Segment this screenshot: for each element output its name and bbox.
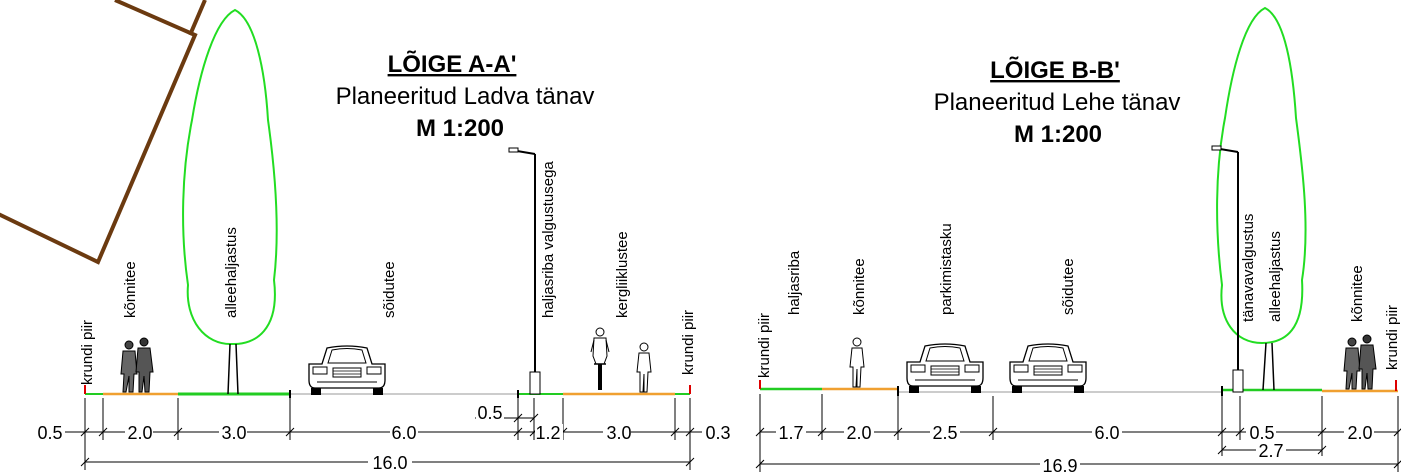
car-icon — [308, 345, 386, 396]
dim-a-2-0: 2.0 — [127, 423, 152, 443]
section-a-title-block: LÕIGE A-A' Planeeritud Ladva tänav M 1:2… — [336, 50, 595, 142]
label-soidutee: sõidutee — [1060, 258, 1077, 315]
tree-icon — [182, 8, 278, 395]
label-konnitee: kõnnitee — [851, 258, 868, 315]
label-krundi-piir-left: krundi piir — [79, 320, 96, 385]
section-b-vertical-labels: krundi piir haljasriba kõnnitee parkimis… — [756, 214, 1401, 378]
dim-b-6-0: 6.0 — [1094, 423, 1119, 443]
label-alleehaljastus: alleehaljastus — [1267, 231, 1284, 322]
label-konnitee-right: kõnnitee — [1349, 265, 1366, 322]
dim-a-1-2: 1.2 — [535, 423, 560, 443]
cyclist-icon — [590, 327, 610, 391]
section-a-scale: M 1:200 — [416, 115, 504, 142]
dim-a-0-3: 0.3 — [705, 423, 730, 443]
section-a-title: LÕIGE A-A' — [388, 50, 517, 78]
dim-b-2-5: 2.5 — [932, 423, 957, 443]
existing-building-outline — [0, 0, 207, 265]
label-haljasriba-valgustusega: haljasriba valgustusega — [540, 161, 557, 318]
dim-b-0-5: 0.5 — [1249, 423, 1274, 443]
street-lamp-icon — [508, 147, 541, 395]
label-krundi-piir-right: krundi piir — [680, 310, 697, 375]
dim-a-3-0: 3.0 — [221, 423, 246, 443]
tree-icon — [1216, 6, 1307, 391]
section-a-dimensions: 0.5 2.0 3.0 6.0 0.5 1.2 3.0 0.3 16.0 — [36, 398, 734, 473]
dim-b-2-0b: 2.0 — [1347, 423, 1372, 443]
label-haljasriba: haljasriba — [786, 250, 803, 315]
pedestrian-icon — [849, 337, 865, 388]
section-b-subtitle: Planeeritud Lehe tänav — [934, 89, 1181, 116]
car-icon — [906, 343, 984, 394]
label-alleehaljastus: alleehaljastus — [223, 227, 240, 318]
dim-b-2-0: 2.0 — [846, 423, 871, 443]
dim-a-0-5-mid: 0.5 — [477, 403, 502, 423]
dim-b-total: 16.9 — [1042, 456, 1077, 474]
section-a-vertical-labels: krundi piir kõnnitee alleehaljastus sõid… — [79, 161, 697, 385]
dim-b-1-7: 1.7 — [778, 423, 803, 443]
label-konnitee: kõnnitee — [122, 261, 139, 318]
label-kergliiklustee: kergliiklustee — [614, 231, 631, 318]
section-b-dimensions: 1.7 2.0 2.5 6.0 0.5 2.7 2.0 16.9 — [755, 394, 1401, 474]
pedestrian-couple-icon — [120, 337, 154, 393]
label-krundi-piir-left: krundi piir — [756, 313, 773, 378]
label-tanavavalgustus: tänavavalgustus — [1240, 214, 1257, 322]
section-b-scale: M 1:200 — [1014, 121, 1102, 148]
label-krundi-piir-right: krundi piir — [1384, 305, 1401, 370]
label-soidutee: sõidutee — [381, 261, 398, 318]
pedestrian-couple-icon — [1343, 334, 1377, 390]
dim-b-2-7: 2.7 — [1258, 441, 1283, 461]
section-b-ground — [759, 380, 1398, 396]
label-parkimistasku: parkimistasku — [938, 223, 955, 315]
section-b-title: LÕIGE B-B' — [990, 56, 1120, 84]
dim-a-0-5-left: 0.5 — [37, 423, 62, 443]
section-a-subtitle: Planeeritud Ladva tänav — [336, 83, 595, 110]
section-b-title-block: LÕIGE B-B' Planeeritud Lehe tänav M 1:20… — [934, 56, 1181, 148]
car-icon — [1009, 343, 1087, 394]
dim-a-total: 16.0 — [372, 453, 407, 473]
dim-a-3-0b: 3.0 — [606, 423, 631, 443]
dim-a-6-0: 6.0 — [391, 423, 416, 443]
pedestrian-icon — [636, 342, 652, 393]
